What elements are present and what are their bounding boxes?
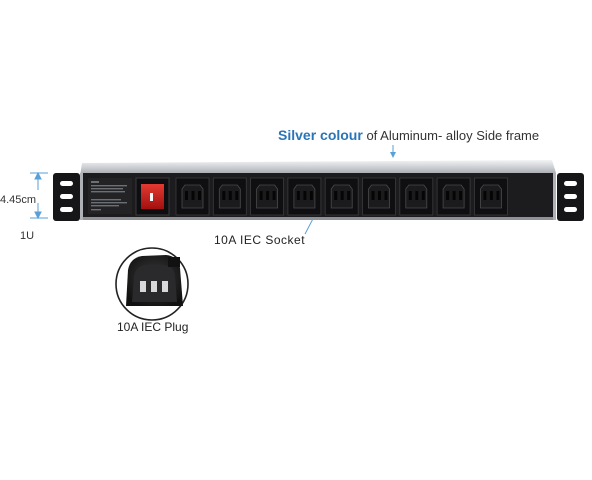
frame-callout-text: of Aluminum- alloy Side frame bbox=[366, 128, 540, 143]
plug-callout-label: 10A IEC Plug bbox=[117, 320, 189, 334]
iec-socket bbox=[250, 177, 285, 216]
iec-socket bbox=[473, 177, 508, 216]
right-rack-ear bbox=[557, 173, 584, 221]
iec-plug-inset bbox=[115, 247, 189, 321]
iec-socket bbox=[436, 177, 471, 216]
iec-socket bbox=[324, 177, 359, 216]
outlet-row bbox=[175, 177, 508, 216]
iec-socket bbox=[287, 177, 322, 216]
frame-callout-highlight: Silver colour bbox=[278, 127, 363, 143]
iec-socket bbox=[175, 177, 210, 216]
left-rack-ear bbox=[53, 173, 80, 221]
frame-leader-arrow bbox=[390, 152, 396, 158]
iec-socket bbox=[362, 177, 396, 216]
iec-socket bbox=[212, 177, 247, 216]
socket-callout-label: 10A IEC Socket bbox=[214, 233, 306, 247]
rack-unit-label: 1U bbox=[20, 230, 35, 242]
frame-callout: Silver colour of Aluminum- alloy Side fr… bbox=[278, 127, 539, 143]
height-dimension-marker bbox=[30, 171, 48, 220]
height-dimension-label: 4.45cm bbox=[0, 194, 37, 206]
iec-socket bbox=[399, 177, 434, 216]
power-switch bbox=[135, 177, 170, 216]
